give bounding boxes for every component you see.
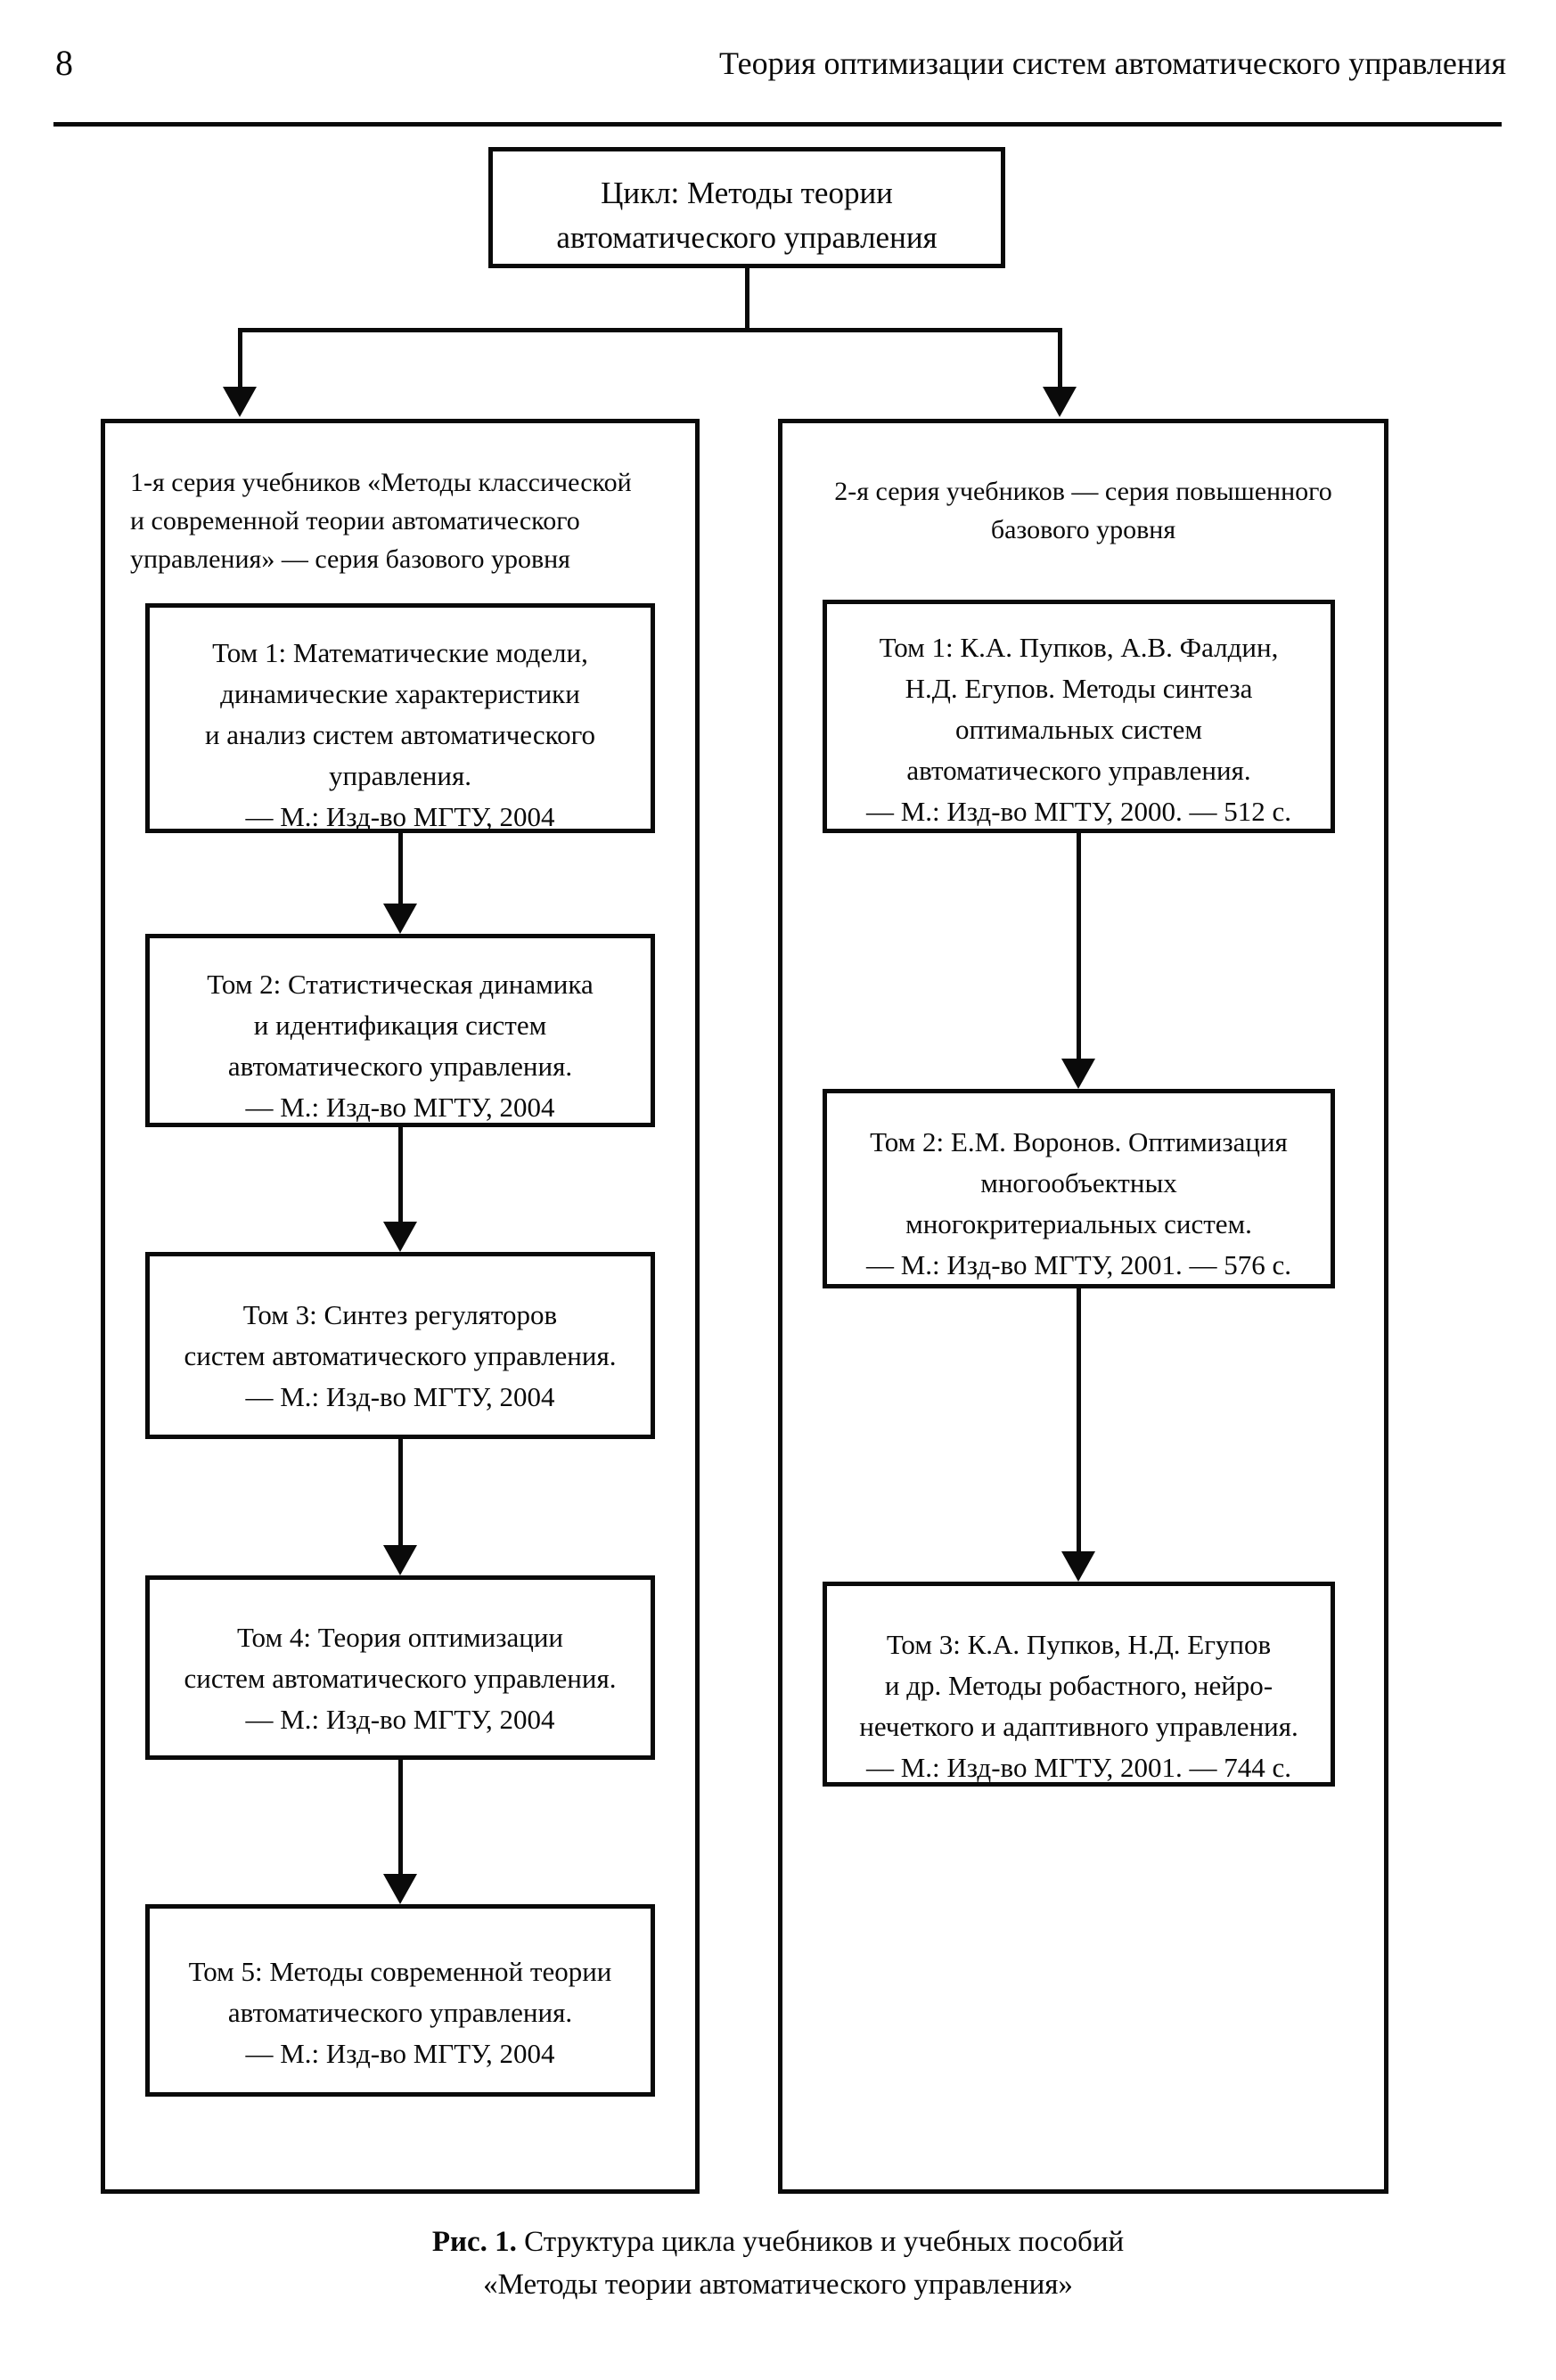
figure-caption-title: Структура цикла учебников и учебных посо… — [516, 2226, 1125, 2258]
volume-box-right-2: Том 2: Е.М. Воронов. Оптимизация многооб… — [823, 1089, 1335, 1288]
volume-right-2-line-1: Том 2: Е.М. Воронов. Оптимизация — [870, 1126, 1288, 1157]
volume-right-1-line-4: автоматического управления. — [906, 755, 1251, 786]
series-right-heading: 2-я серия учебников — серия повышенного … — [807, 472, 1359, 549]
volume-right-3-line-3: нечеткого и адаптивного управления. — [859, 1711, 1298, 1742]
volume-right-3-line-2: и др. Методы робастного, нейро- — [884, 1670, 1273, 1701]
connector-left-2 — [398, 1127, 403, 1237]
root-branch-right-arrowhead-icon — [1043, 387, 1077, 417]
series-left-heading-line-1: 1-я серия учебников «Методы классической — [130, 468, 632, 497]
root-connector-stem — [745, 268, 749, 331]
connector-right-1-arrowhead-icon — [1061, 1059, 1095, 1089]
volume-box-right-1: Том 1: К.А. Пупков, А.В. Фалдин, Н.Д. Ег… — [823, 600, 1335, 833]
volume-right-1-line-3: оптимальных систем — [955, 714, 1202, 745]
volume-right-3-line-4: — М.: Изд-во МГТУ, 2001. — 744 с. — [865, 1752, 1292, 1783]
volume-left-1-line-2: динамические характеристики — [220, 678, 580, 709]
figure-caption-line-1: Рис. 1. Структура цикла учебников и учеб… — [0, 2221, 1556, 2263]
volume-right-1-line-5: — М.: Изд-во МГТУ, 2000. — 512 с. — [865, 796, 1292, 827]
header-rule — [53, 122, 1502, 127]
volume-left-1-line-4: управления. — [329, 760, 471, 791]
series-right-heading-line-2: базового уровня — [990, 515, 1176, 544]
diagram-root-text: Цикл: Методы теории автоматического упра… — [493, 171, 1001, 260]
volume-right-1-line-1: Том 1: К.А. Пупков, А.В. Фалдин, — [879, 632, 1279, 663]
connector-left-4 — [398, 1760, 403, 1889]
volume-left-4-line-1: Том 4: Теория оптимизации — [236, 1622, 564, 1653]
diagram-root-box: Цикл: Методы теории автоматического упра… — [488, 147, 1005, 268]
volume-box-left-1: Том 1: Математические модели, динамическ… — [145, 603, 655, 833]
volume-box-left-2: Том 2: Статистическая динамика и идентиф… — [145, 934, 655, 1127]
volume-left-4-text: Том 4: Теория оптимизации систем автомат… — [150, 1617, 651, 1740]
connector-left-3-arrowhead-icon — [383, 1545, 417, 1575]
root-line-2: автоматического управления — [556, 220, 938, 255]
connector-left-2-arrowhead-icon — [383, 1222, 417, 1252]
volume-right-2-line-2: многообъектных — [980, 1167, 1177, 1198]
running-head-title: Теория оптимизации систем автоматическог… — [719, 45, 1506, 81]
root-connector-bar — [240, 328, 1062, 332]
volume-box-right-3: Том 3: К.А. Пупков, Н.Д. Егупов и др. Ме… — [823, 1582, 1335, 1787]
connector-right-1 — [1077, 833, 1081, 1059]
volume-box-left-4: Том 4: Теория оптимизации систем автомат… — [145, 1575, 655, 1760]
volume-right-1-line-2: Н.Д. Егупов. Методы синтеза — [905, 673, 1253, 704]
volume-left-5-text: Том 5: Методы современной теории автомат… — [150, 1951, 651, 2074]
volume-right-2-line-3: многокритериальных систем. — [905, 1208, 1252, 1239]
volume-left-2-line-1: Том 2: Статистическая динамика — [207, 969, 594, 1000]
volume-right-3-text: Том 3: К.А. Пупков, Н.Д. Егупов и др. Ме… — [827, 1624, 1331, 1788]
volume-left-3-line-1: Том 3: Синтез регуляторов — [242, 1299, 558, 1330]
volume-left-3-text: Том 3: Синтез регуляторов систем автомат… — [150, 1295, 651, 1418]
connector-left-3 — [398, 1439, 403, 1560]
volume-left-4-line-2: систем автоматического управления. — [184, 1663, 617, 1694]
page-number: 8 — [55, 43, 74, 83]
connector-left-1 — [398, 833, 403, 919]
volume-left-2-line-3: автоматического управления. — [227, 1051, 573, 1082]
page-header: 8 Теория оптимизации систем автоматическ… — [0, 37, 1556, 93]
volume-right-2-text: Том 2: Е.М. Воронов. Оптимизация многооб… — [827, 1122, 1331, 1286]
volume-box-left-3: Том 3: Синтез регуляторов систем автомат… — [145, 1252, 655, 1439]
connector-left-1-arrowhead-icon — [383, 904, 417, 934]
series-right-heading-line-1: 2-я серия учебников — серия повышенного — [834, 477, 1332, 506]
figure-caption-label: Рис. 1. — [431, 2226, 517, 2258]
volume-left-1-line-5: — М.: Изд-во МГТУ, 2004 — [245, 801, 555, 832]
volume-left-1-line-1: Том 1: Математические модели, — [212, 637, 588, 668]
volume-left-3-line-3: — М.: Изд-во МГТУ, 2004 — [245, 1381, 555, 1412]
series-left-heading-line-3: управления» — серия базового уровня — [130, 544, 570, 574]
volume-left-2-line-2: и идентификация систем — [253, 1010, 547, 1041]
volume-right-1-text: Том 1: К.А. Пупков, А.В. Фалдин, Н.Д. Ег… — [827, 627, 1331, 832]
figure-caption-line-2: «Методы теории автоматического управлени… — [483, 2269, 1073, 2301]
volume-left-5-line-3: — М.: Изд-во МГТУ, 2004 — [245, 2038, 555, 2069]
connector-right-2-arrowhead-icon — [1061, 1551, 1095, 1582]
figure-caption: Рис. 1. Структура цикла учебников и учеб… — [0, 2221, 1556, 2306]
volume-left-4-line-3: — М.: Изд-во МГТУ, 2004 — [245, 1704, 555, 1735]
volume-left-5-line-2: автоматического управления. — [227, 1997, 573, 2028]
connector-left-4-arrowhead-icon — [383, 1874, 417, 1904]
series-left-heading: 1-я серия учебников «Методы классической… — [130, 463, 670, 578]
root-branch-left-arrowhead-icon — [223, 387, 257, 417]
series-left-heading-line-2: и современной теории автоматического — [130, 506, 580, 536]
volume-left-3-line-2: систем автоматического управления. — [184, 1340, 617, 1371]
volume-left-5-line-1: Том 5: Методы современной теории — [188, 1956, 612, 1987]
volume-left-2-text: Том 2: Статистическая динамика и идентиф… — [150, 964, 651, 1128]
connector-right-2 — [1077, 1288, 1081, 1551]
volume-box-left-5: Том 5: Методы современной теории автомат… — [145, 1904, 655, 2097]
volume-right-2-line-4: — М.: Изд-во МГТУ, 2001. — 576 с. — [865, 1249, 1292, 1280]
root-branch-left — [238, 328, 242, 406]
root-line-1: Цикл: Методы теории — [601, 176, 893, 210]
volume-right-3-line-1: Том 3: К.А. Пупков, Н.Д. Егупов — [886, 1629, 1272, 1660]
volume-left-2-line-4: — М.: Изд-во МГТУ, 2004 — [245, 1092, 555, 1123]
root-branch-right — [1058, 328, 1062, 406]
volume-left-1-line-3: и анализ систем автоматического — [204, 719, 596, 750]
volume-left-1-text: Том 1: Математические модели, динамическ… — [150, 633, 651, 838]
